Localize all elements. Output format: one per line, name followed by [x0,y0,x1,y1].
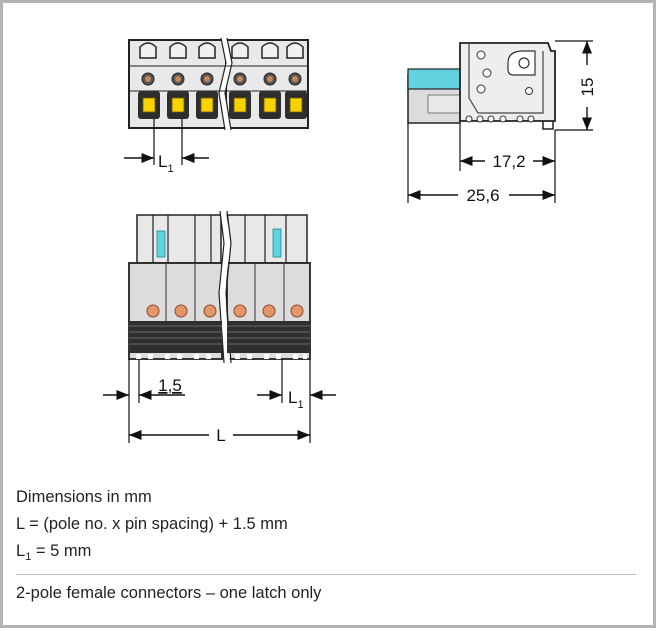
svg-text:L1: L1 [288,388,304,411]
l1-value-note: L1 = 5 mm [16,541,636,568]
svg-text:L1: L1 [158,152,174,175]
dimension-total-length: L [129,426,310,445]
notes-divider [16,574,636,575]
formula-note: L = (pole no. x pin spacing) + 1.5 mm [16,515,288,533]
dimension-side-height: 15 [578,41,597,130]
l1-note-main: L [16,542,26,560]
dimension-drawing: L1 [103,37,597,445]
total-length-label: L [216,426,225,445]
top-view-connector [128,37,309,165]
l1-label-sub: 1 [167,163,173,175]
l1-note-value: = 5 mm [31,542,92,560]
height-value: 15 [578,78,597,97]
dimension-offset: 1,5 [103,376,185,401]
units-note: Dimensions in mm [16,488,152,506]
inner-width-value: 17,2 [492,152,525,171]
l1-label-main: L [158,152,167,171]
side-view-connector [407,42,556,130]
l1b-label-sub: 1 [297,399,303,411]
notes-section: Dimensions in mm L = (pole no. x pin spa… [16,487,636,610]
dimension-l1-top: L1 [124,152,209,175]
dimension-l1-front: L1 [257,388,336,411]
total-width-value: 25,6 [466,186,499,205]
dimension-side-inner-width: 17,2 [460,152,555,171]
dimension-side-total-width: 25,6 [408,186,555,205]
l1-note-sub: 1 [25,551,32,563]
front-view-connector [128,210,311,364]
offset-value: 1,5 [158,376,182,395]
l1b-label-main: L [288,388,297,407]
description-note: 2-pole female connectors – one latch onl… [16,584,322,602]
